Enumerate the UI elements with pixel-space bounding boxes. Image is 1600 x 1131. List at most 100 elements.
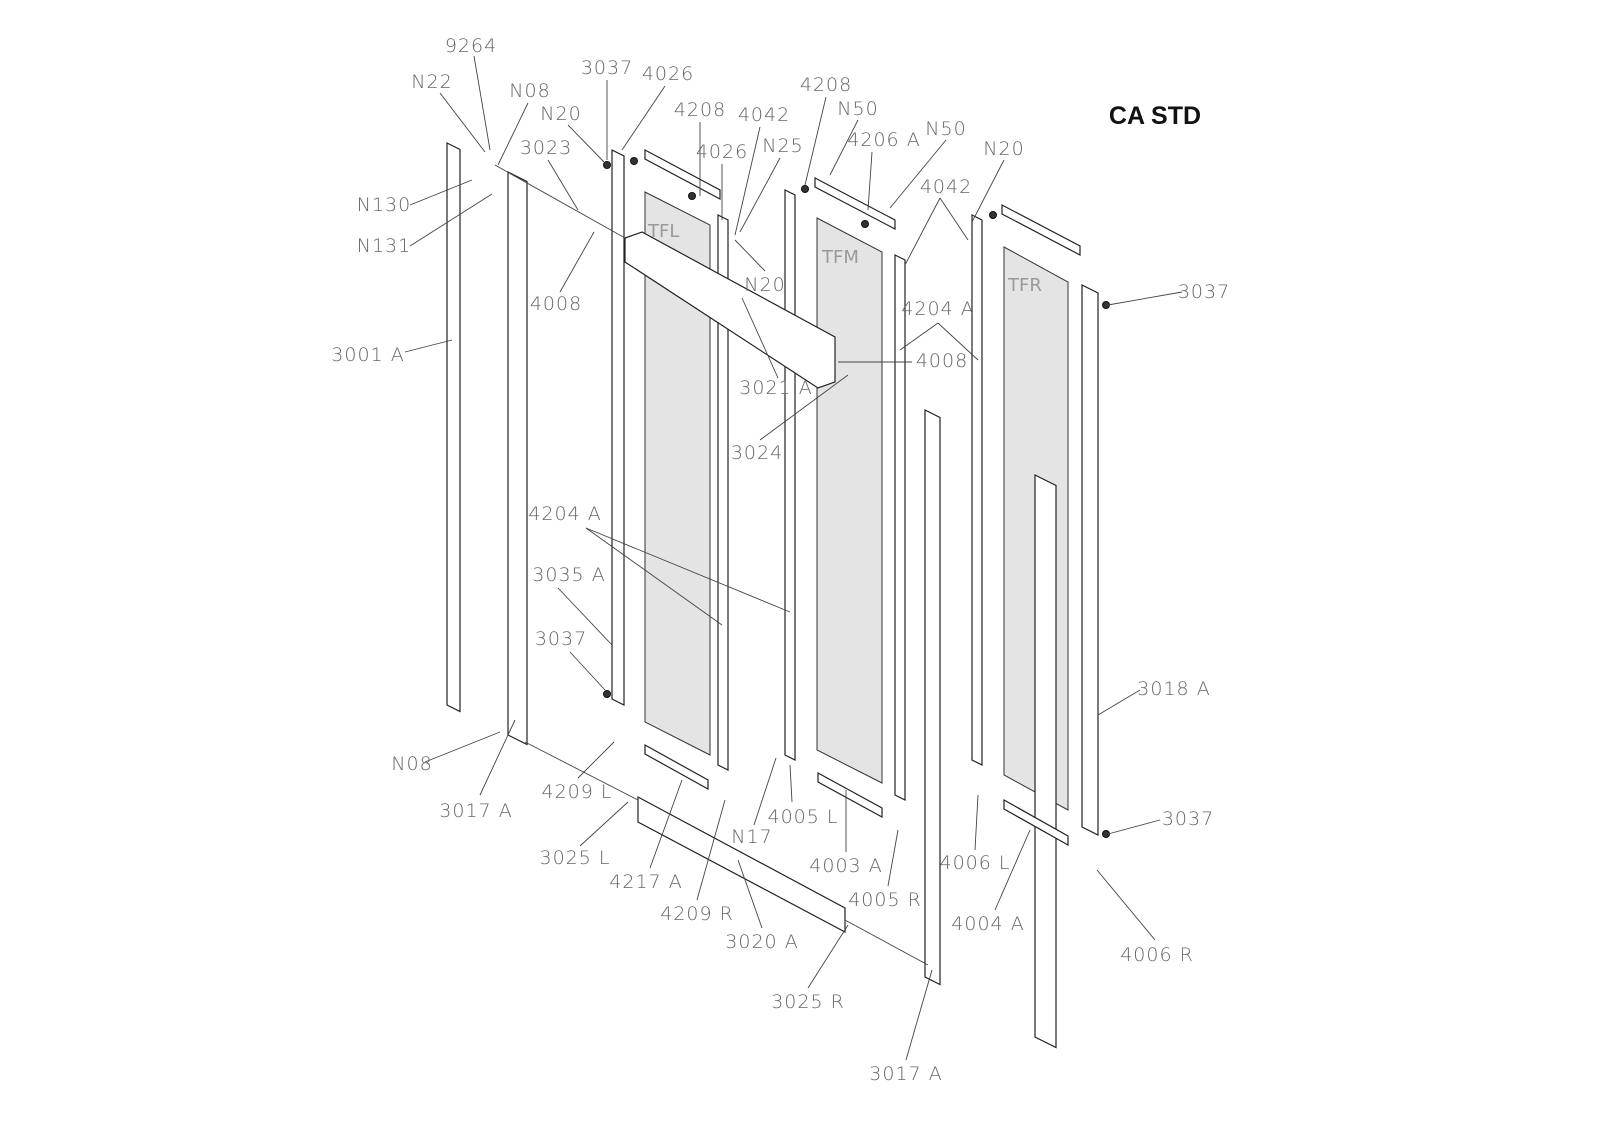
profile: [446, 142, 461, 713]
part-label: 3037: [581, 57, 633, 79]
leader-line: [905, 969, 933, 1061]
leader-line: [569, 651, 606, 691]
fastener: [603, 161, 611, 169]
leader-line: [557, 587, 613, 646]
part-label: 3024: [731, 442, 783, 464]
glass-label-middle: TFM: [821, 247, 859, 268]
leader-line: [974, 794, 979, 851]
leader-line: [547, 159, 579, 211]
profile: [1081, 284, 1099, 836]
leader-line: [621, 85, 666, 151]
part-label: 3023: [520, 137, 572, 159]
part-label: N08: [509, 80, 550, 102]
part-label: N25: [762, 135, 803, 157]
part-label: 4042: [920, 176, 972, 198]
fastener: [989, 211, 997, 219]
part-label: 4006 R: [1120, 944, 1194, 966]
leader-line: [409, 193, 493, 247]
part-label: 3020 A: [725, 931, 798, 953]
profile: [894, 254, 906, 801]
leader-line: [899, 322, 939, 351]
leader-line: [889, 139, 947, 209]
part-label: N20: [744, 274, 785, 296]
profile: [1034, 474, 1057, 1049]
leader-line: [473, 55, 491, 151]
profiles: [446, 142, 1099, 1049]
leader-line: [937, 322, 979, 361]
part-label: 4204 A: [528, 503, 601, 525]
part-label: 4026: [696, 141, 748, 163]
profile: [784, 189, 796, 761]
leader-line: [737, 859, 763, 929]
leader-line: [559, 231, 595, 293]
part-label: 4206 A: [847, 129, 920, 151]
part-label: 3017 A: [869, 1063, 942, 1085]
part-label: N17: [731, 826, 772, 848]
leader-line: [494, 164, 626, 239]
handle: [814, 177, 896, 230]
part-label: 4204 A: [901, 298, 974, 320]
leader-line: [904, 197, 941, 266]
glass-label-right: TFR: [1007, 275, 1042, 296]
handle: [1001, 204, 1081, 256]
part-label: 4208: [800, 74, 852, 96]
part-label: 4005 L: [768, 806, 839, 828]
leader-line: [585, 527, 723, 626]
handles: [644, 149, 1081, 847]
leader-line: [867, 151, 873, 211]
leader-line: [807, 924, 849, 989]
handle: [817, 771, 883, 819]
fastener: [603, 690, 611, 698]
part-label: 3001 A: [331, 344, 404, 366]
leader-line: [409, 179, 473, 206]
diagram-title: CA STD: [1109, 102, 1201, 130]
part-label: N20: [540, 103, 581, 125]
profile: [924, 409, 941, 986]
leader-line: [585, 527, 791, 613]
profile: [507, 171, 528, 746]
part-label: 3037: [535, 628, 587, 650]
part-label: 4005 R: [848, 889, 922, 911]
part-label: N130: [357, 194, 411, 216]
part-label: 3017 A: [439, 800, 512, 822]
part-label: 3018 A: [1137, 678, 1210, 700]
leader-line: [734, 239, 766, 272]
profile: [611, 149, 625, 706]
handle: [644, 149, 721, 200]
part-label: 4208: [674, 99, 726, 121]
leader-line: [734, 126, 761, 236]
part-label: 4026: [642, 63, 694, 85]
leader-line: [939, 197, 969, 241]
leader-line: [844, 919, 929, 966]
leader-line: [524, 741, 639, 801]
part-label: 4209 R: [660, 903, 734, 925]
handle: [644, 743, 709, 791]
leader-line: [971, 159, 1005, 223]
glass-panel-middle: TFM: [816, 217, 883, 784]
leader-line: [497, 102, 529, 166]
fastener: [688, 192, 696, 200]
part-label: 4209 L: [542, 781, 613, 803]
part-label: N131: [357, 235, 411, 257]
part-label: 4217 A: [609, 871, 682, 893]
fastener: [861, 220, 869, 228]
part-label: 3037: [1178, 281, 1230, 303]
leader-line: [479, 719, 516, 796]
leader-line: [567, 124, 605, 163]
part-label: N50: [925, 118, 966, 140]
part-label: N22: [411, 71, 452, 93]
part-label: N50: [837, 98, 878, 120]
leader-line: [741, 297, 779, 379]
part-label: 4004 A: [951, 913, 1024, 935]
leader-line: [753, 757, 777, 826]
part-label: 4008: [916, 350, 968, 372]
leader-line: [1096, 869, 1156, 941]
leader-line: [404, 339, 453, 353]
beams: [624, 231, 846, 933]
fastener: [801, 185, 809, 193]
part-label: 3021 A: [739, 377, 812, 399]
leader-line: [829, 119, 859, 176]
part-label: N20: [983, 138, 1024, 160]
